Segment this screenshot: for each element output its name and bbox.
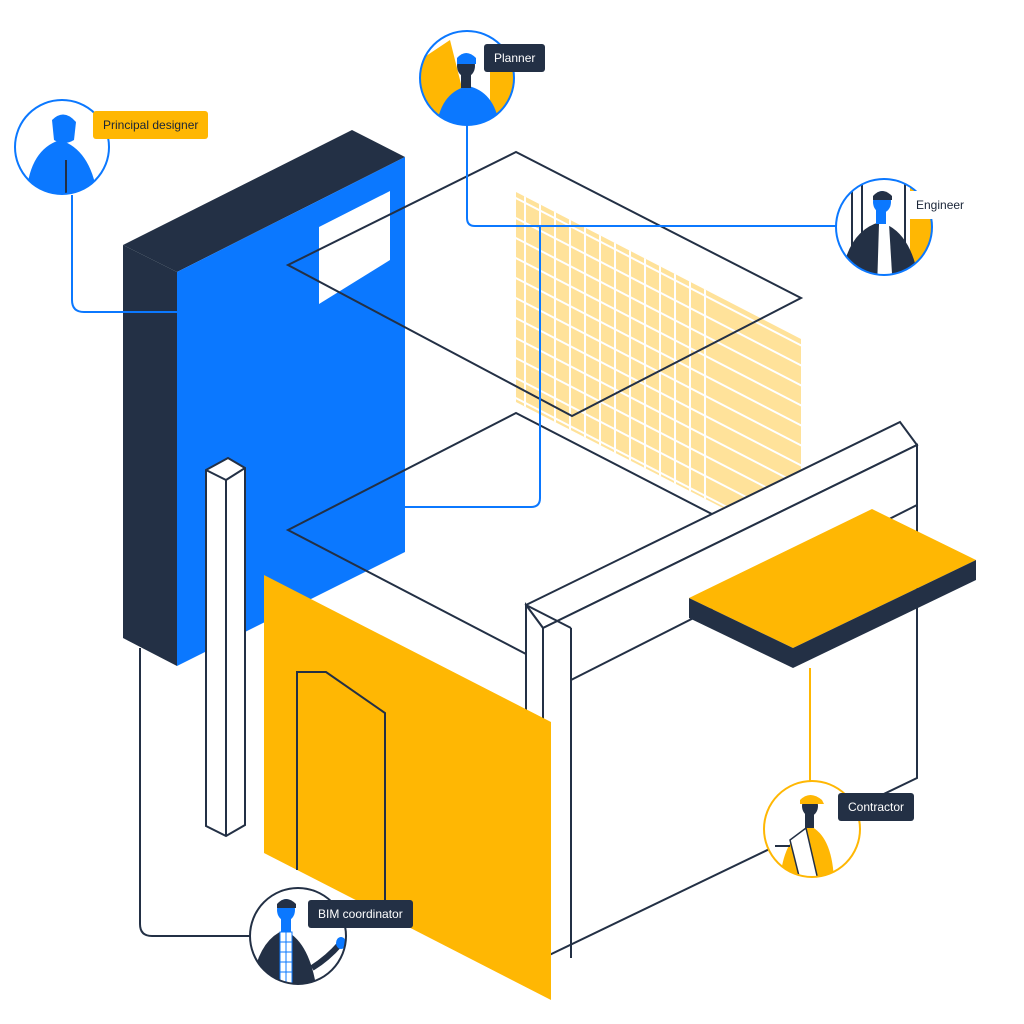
engineer-avatar xyxy=(835,178,933,276)
contractor-label: Contractor xyxy=(838,793,915,821)
connector-lines xyxy=(71,125,836,937)
yellow-door-wall xyxy=(264,575,551,1000)
bim-coordinator-label: BIM coordinator xyxy=(308,900,413,928)
engineer-label: Engineer xyxy=(906,191,975,219)
principal-designer-label: Principal designer xyxy=(93,111,209,139)
principal-designer-avatar xyxy=(14,99,110,195)
planner-label: Planner xyxy=(484,44,546,72)
contractor-avatar xyxy=(763,780,861,878)
yellow-canopy xyxy=(689,509,976,668)
column xyxy=(205,456,246,838)
